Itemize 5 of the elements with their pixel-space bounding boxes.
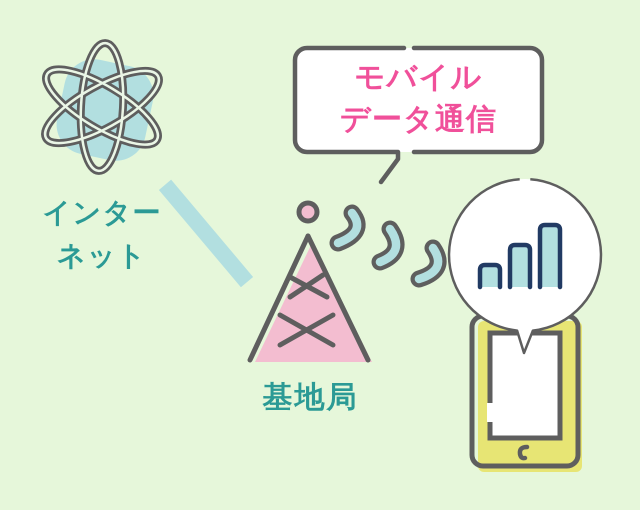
connector-line xyxy=(158,180,254,288)
smartphone-drawing xyxy=(469,313,585,474)
bubble-text: モバイルデータ通信 xyxy=(339,59,498,139)
node-label: インターネット xyxy=(42,195,162,274)
node-label: 基地局 xyxy=(262,380,360,416)
